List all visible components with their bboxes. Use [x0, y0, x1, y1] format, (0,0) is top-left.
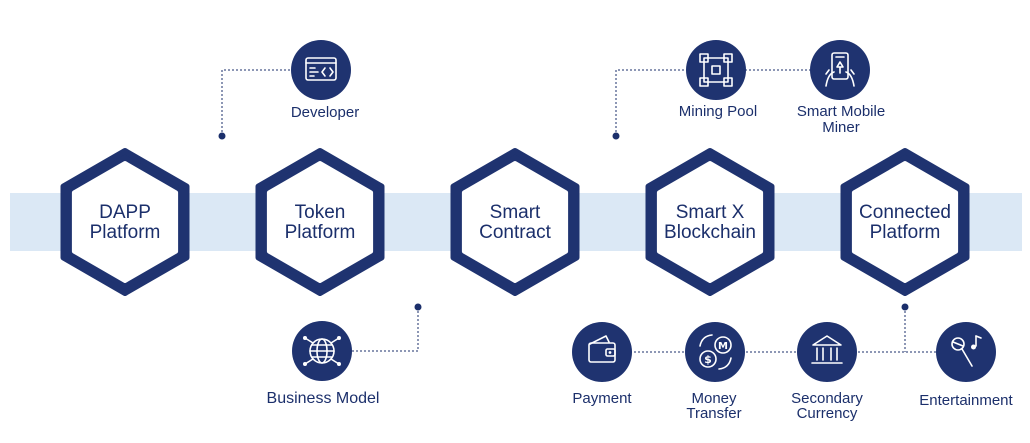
connectors [218, 69, 937, 353]
payment-icon-circle [572, 322, 632, 382]
secondary-currency-node: Secondary Currency [791, 322, 863, 422]
payment-label: Payment [572, 390, 632, 407]
connector-dot-connected-platform [901, 303, 909, 311]
hexagon-inner [461, 161, 569, 283]
svg-text:M: M [718, 341, 728, 352]
hexagon-label-line2: Contract [479, 222, 552, 243]
secondary-currency-label-line1: Secondary [791, 390, 863, 407]
connector-dot-mining-pool [612, 132, 620, 140]
mobile-miner-icon [825, 52, 855, 87]
hexagon-row: DAPPPlatformTokenPlatformSmartContractSm… [60, 148, 970, 296]
connector-dot-developer [218, 132, 226, 140]
connector-dot-business-model [414, 303, 422, 311]
hexagon-label-line1: Connected [859, 202, 951, 223]
entertainment-node: Entertainment [919, 322, 1014, 409]
connector-mining-pool [615, 69, 687, 136]
hexagon-label-line1: Smart [490, 202, 541, 223]
payment-node: Payment [572, 322, 632, 407]
business-model-node: Business Model [267, 321, 380, 407]
developer-icon-circle [291, 40, 351, 100]
svg-text:$: $ [704, 353, 712, 366]
microphone-music-icon [951, 335, 982, 367]
code-window-icon [305, 57, 337, 81]
hexagon-label-line1: Smart X [676, 202, 745, 223]
connector-business-model [348, 307, 419, 352]
hexagon-label-line2: Platform [285, 222, 356, 243]
mining-pool-node: Mining Pool [679, 40, 757, 120]
smart-mobile-miner-node: Smart Mobile Miner [797, 40, 885, 136]
hexagon-inner [851, 161, 959, 283]
mining-pool-icon-circle [686, 40, 746, 100]
hexagon-inner [266, 161, 374, 283]
cube-network-icon [699, 53, 733, 87]
hexagon-label-line1: Token [295, 202, 346, 223]
mining-pool-label: Mining Pool [679, 103, 757, 120]
secondary-currency-label-line2: Currency [797, 405, 858, 422]
hexagon-label-line2: Platform [870, 222, 941, 243]
hexagon-inner [71, 161, 179, 283]
hexagon-label-line2: Platform [90, 222, 161, 243]
wallet-icon [588, 335, 616, 363]
money-transfer-label-line1: Money [691, 390, 737, 407]
developer-node: Developer [291, 40, 359, 121]
hexagon-inner [656, 161, 764, 283]
entertainment-icon-circle [936, 322, 996, 382]
money-transfer-icon: $ M [699, 334, 732, 370]
developer-label: Developer [291, 104, 359, 121]
hexagon-label-line1: DAPP [99, 202, 151, 223]
connector-developer [221, 69, 292, 136]
money-transfer-label-line2: Transfer [686, 405, 741, 422]
business-model-label: Business Model [267, 390, 380, 407]
smart-mobile-miner-label-line1: Smart Mobile [797, 103, 885, 120]
secondary-currency-icon-circle [797, 322, 857, 382]
entertainment-label: Entertainment [919, 392, 1013, 409]
money-transfer-node: $ M Money Transfer [685, 322, 745, 422]
smart-mobile-miner-label-line2: Miner [822, 119, 860, 136]
bank-icon [811, 335, 843, 364]
hexagon-label-line2: Blockchain [664, 222, 756, 243]
globe-network-icon [303, 336, 341, 366]
money-transfer-icon-circle [685, 322, 745, 382]
